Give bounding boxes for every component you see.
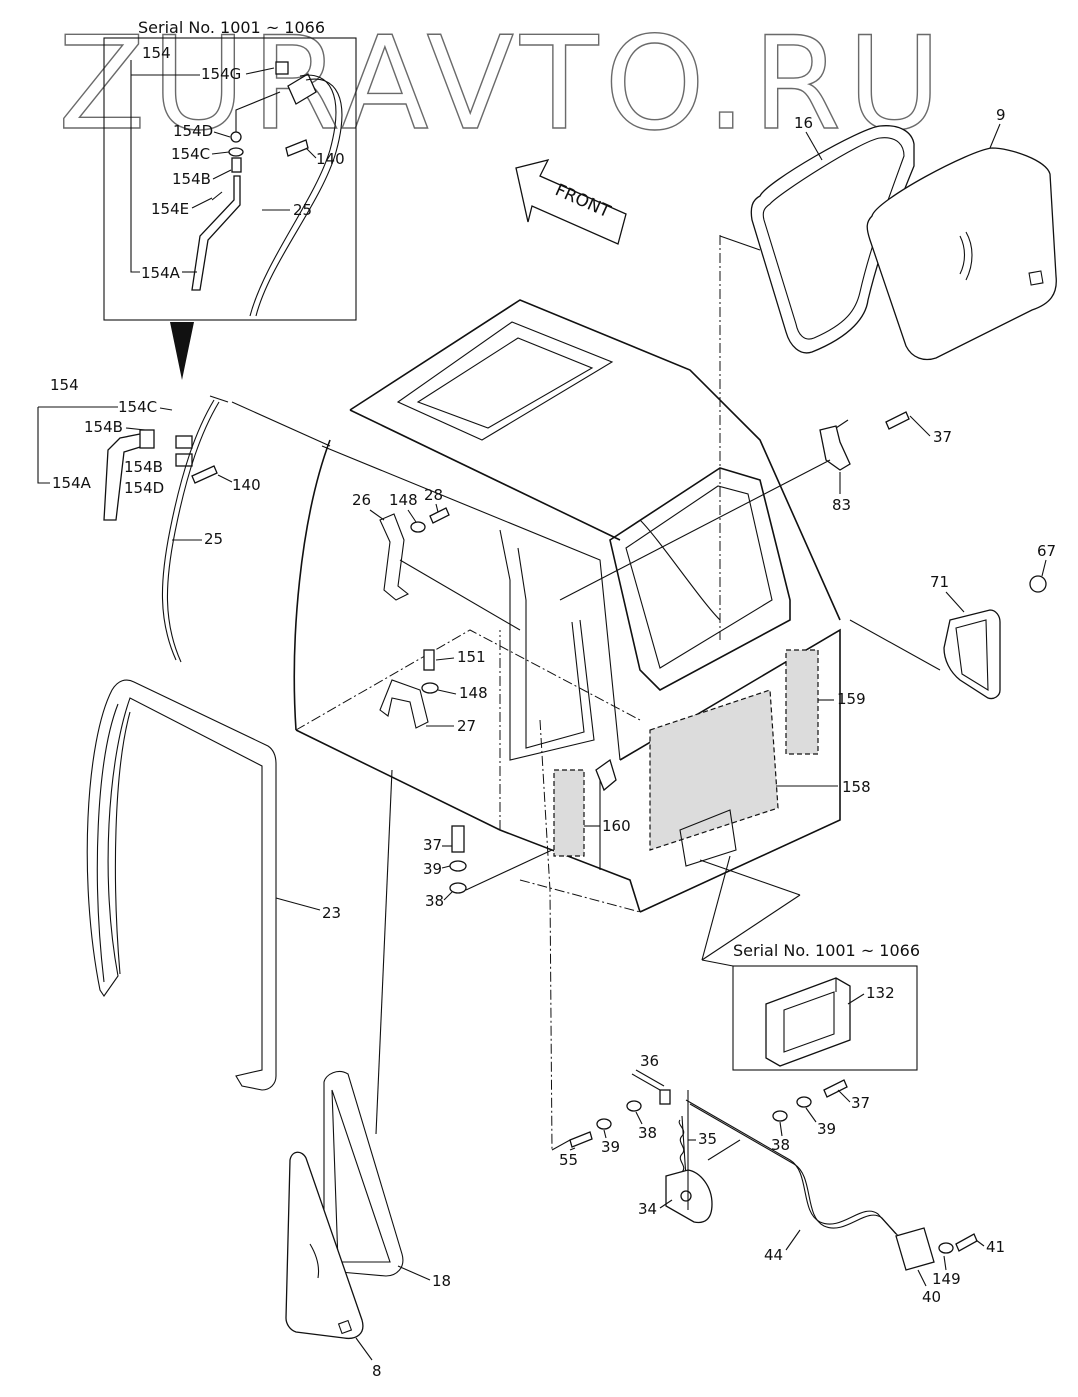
label-18: 18 <box>432 1272 451 1290</box>
latch-40 <box>895 1227 935 1271</box>
cap-154g <box>275 61 289 75</box>
panel-158 <box>649 689 779 851</box>
label-23: 23 <box>322 904 341 922</box>
label-140-top: 140 <box>316 150 345 168</box>
pointer-arrow-icon <box>170 322 194 380</box>
door-seal-23 <box>86 679 277 1091</box>
label-83: 83 <box>832 496 851 514</box>
label-38-bottom2: 38 <box>771 1136 790 1154</box>
roof-hatch <box>396 321 614 441</box>
label-67: 67 <box>1037 542 1056 560</box>
label-158: 158 <box>842 778 871 796</box>
serial-label-box: Serial No. 1001 ~ 1066 <box>733 941 920 960</box>
left-rod-group <box>37 395 331 663</box>
label-132: 132 <box>866 984 895 1002</box>
latch-83 <box>559 411 910 601</box>
tray-132 <box>765 977 851 1067</box>
label-154c-top: 154C <box>171 145 210 163</box>
label-148-a: 148 <box>389 491 418 509</box>
front-direction-arrow: FRONT <box>515 159 627 245</box>
label-39-center: 39 <box>423 860 442 878</box>
label-39-bottom: 39 <box>601 1138 620 1156</box>
label-154a-left: 154A <box>52 474 92 492</box>
panel-159 <box>785 649 819 755</box>
label-154e: 154E <box>151 200 189 218</box>
label-71: 71 <box>930 573 949 591</box>
label-154d-left: 154D <box>124 479 164 497</box>
right-side-window <box>609 467 791 691</box>
label-40: 40 <box>922 1288 941 1306</box>
label-9: 9 <box>996 106 1006 124</box>
bracket-71 <box>849 575 1047 700</box>
label-16: 16 <box>794 114 813 132</box>
label-44: 44 <box>764 1246 783 1264</box>
label-38-bottom: 38 <box>638 1124 657 1142</box>
label-159: 159 <box>837 690 866 708</box>
label-35: 35 <box>698 1130 717 1148</box>
label-140-left: 140 <box>232 476 261 494</box>
rod-25-left <box>161 399 215 661</box>
label-151: 151 <box>457 648 486 666</box>
label-154g: 154G <box>201 65 241 83</box>
label-154c-left: 154C <box>118 398 157 416</box>
handle-27 <box>379 649 439 729</box>
bolt-140-left <box>191 465 218 484</box>
inset-serial-variant: Serial No. 1001 ~ 1066 <box>103 18 357 321</box>
glass-8 <box>285 1151 364 1340</box>
label-36: 36 <box>640 1052 659 1070</box>
spring-35 <box>678 1119 685 1173</box>
label-28: 28 <box>424 486 443 504</box>
label-37-right: 37 <box>933 428 952 446</box>
label-39-bottom2: 39 <box>817 1120 836 1138</box>
label-154a-top: 154A <box>141 264 181 282</box>
label-37-center: 37 <box>423 836 442 854</box>
serial-label-top: Serial No. 1001 ~ 1066 <box>138 18 325 37</box>
cab-body <box>293 235 841 1151</box>
label-38-center: 38 <box>425 892 444 910</box>
label-41: 41 <box>986 1238 1005 1256</box>
panel-160 <box>553 769 585 857</box>
glass-seal-18 <box>323 769 404 1277</box>
roof-glass-9 <box>866 147 1057 361</box>
rod-154a <box>191 175 241 291</box>
clamp-block <box>287 73 317 105</box>
watermark-text: ZURAVTO.RU <box>58 10 947 159</box>
label-27: 27 <box>457 717 476 735</box>
label-154-left: 154 <box>50 376 79 394</box>
lock-mechanism <box>551 859 978 1271</box>
label-25-top: 25 <box>293 201 312 219</box>
label-8: 8 <box>372 1362 382 1380</box>
label-154b-left2: 154B <box>124 458 163 476</box>
serial-box-lower: Serial No. 1001 ~ 1066 <box>701 855 920 1071</box>
label-26: 26 <box>352 491 371 509</box>
cable-44 <box>689 1103 901 1239</box>
label-37-bottom: 37 <box>851 1094 870 1112</box>
label-34: 34 <box>638 1200 657 1218</box>
roof-glass-16 <box>750 125 915 354</box>
label-154b-top: 154B <box>172 170 211 188</box>
label-160: 160 <box>602 817 631 835</box>
label-154d-top: 154D <box>173 122 213 140</box>
bolt-140-top <box>285 139 309 157</box>
bolt-stack-center <box>449 825 553 894</box>
label-55: 55 <box>559 1151 578 1169</box>
label-154b-left: 154B <box>84 418 123 436</box>
label-149: 149 <box>932 1270 961 1288</box>
handle-26 <box>379 507 521 631</box>
label-25-left: 25 <box>204 530 223 548</box>
label-148-b: 148 <box>459 684 488 702</box>
label-154-top: 154 <box>142 44 171 62</box>
knob-67 <box>1029 575 1047 593</box>
